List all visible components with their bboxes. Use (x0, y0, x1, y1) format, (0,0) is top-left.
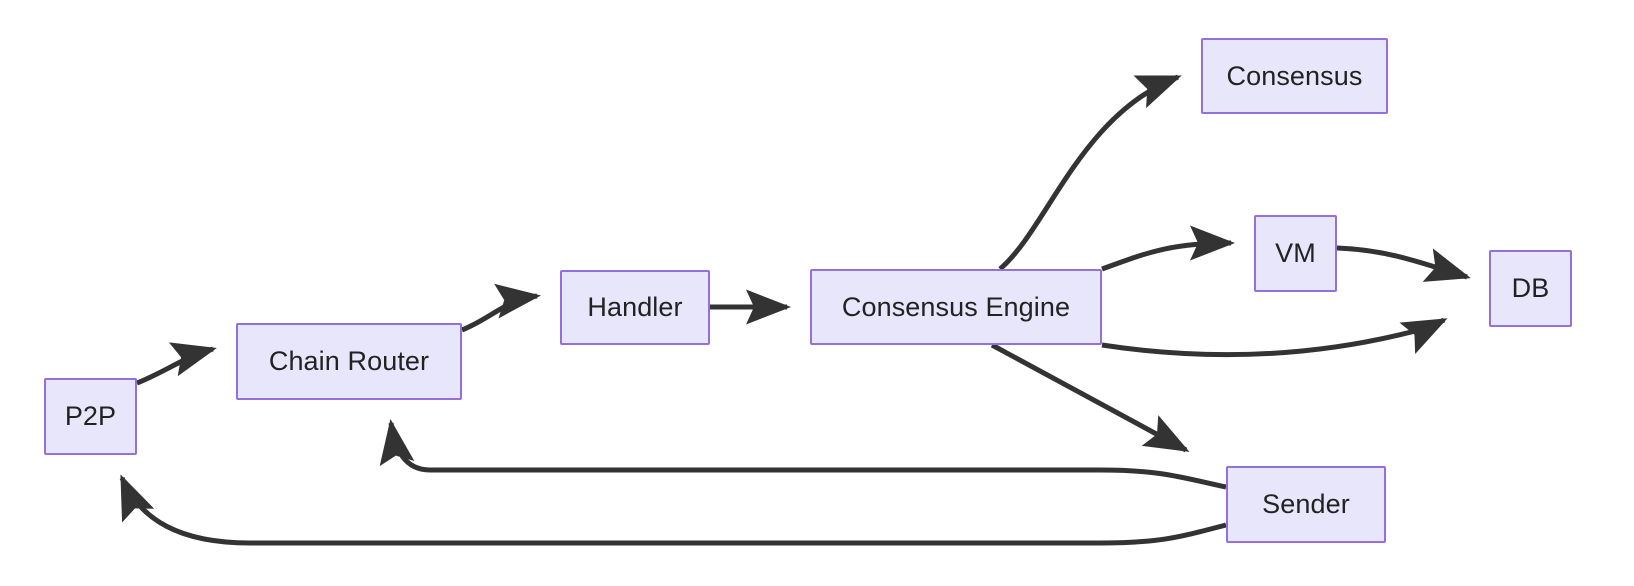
node-db[interactable]: DB (1489, 250, 1572, 327)
node-vm[interactable]: VM (1254, 215, 1337, 292)
node-label: Chain Router (268, 346, 430, 376)
node-label: Sender (1262, 489, 1350, 519)
edge-p2p-chain-router (136, 342, 217, 386)
node-consensus-engine[interactable]: Consensus Engine (810, 269, 1102, 345)
edge-sender-chain-router (379, 419, 1227, 490)
edge-consensus-engine-db (1101, 317, 1448, 358)
node-handler[interactable]: Handler (560, 270, 710, 345)
node-label: VM (1275, 238, 1316, 268)
node-label: P2P (64, 401, 117, 431)
node-p2p[interactable]: P2P (44, 378, 137, 455)
edge-consensus-engine-sender (990, 342, 1190, 453)
edge-vm-db (1336, 245, 1471, 282)
node-sender[interactable]: Sender (1226, 466, 1386, 543)
edge-consensus-engine-consensus (998, 74, 1182, 271)
node-label: Handler (587, 292, 683, 322)
node-chain-router[interactable]: Chain Router (236, 323, 462, 400)
edge-sender-p2p (119, 474, 1227, 546)
edge-chain-router-handler (461, 283, 541, 333)
node-label: Consensus Engine (841, 291, 1071, 322)
node-consensus[interactable]: Consensus (1201, 38, 1388, 114)
node-label: DB (1511, 273, 1550, 303)
edge-consensus-engine-vm (1101, 225, 1236, 272)
node-label: Consensus (1226, 60, 1363, 91)
